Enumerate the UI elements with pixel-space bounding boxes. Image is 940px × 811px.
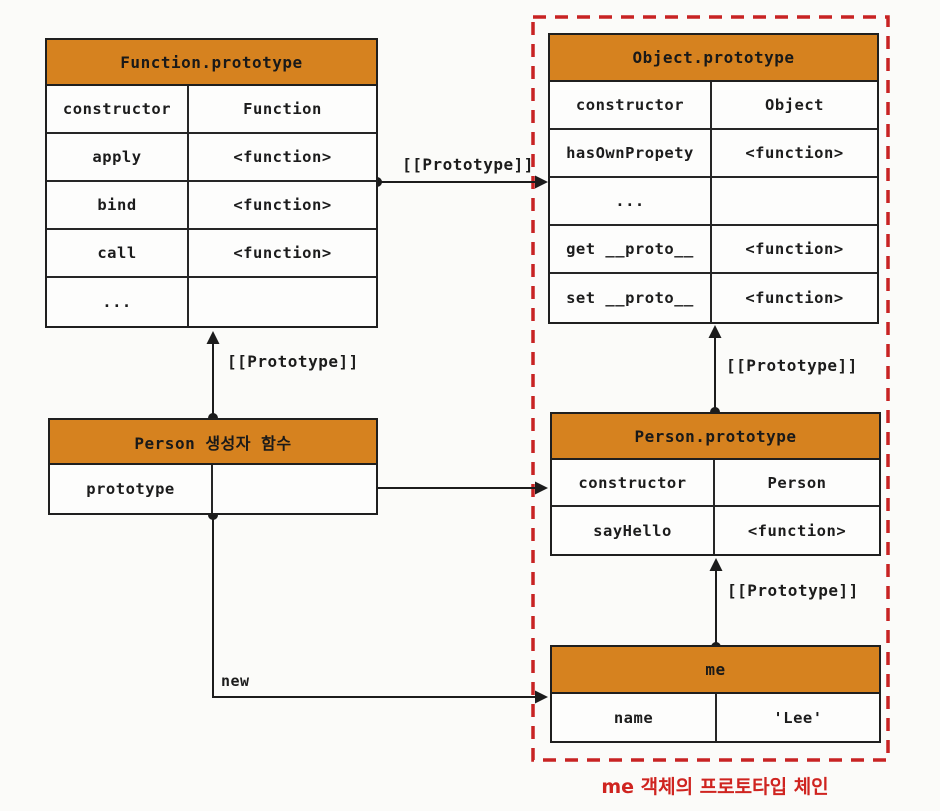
property-name-cell: set __proto__ bbox=[550, 274, 712, 322]
table-row: get __proto__ <function> bbox=[550, 226, 877, 274]
property-value-cell: <function> bbox=[233, 244, 332, 262]
prototype-link-label: [[Prototype]] bbox=[402, 155, 534, 174]
property-name-cell: get __proto__ bbox=[550, 226, 712, 272]
diagram-caption: me 객체의 프로토타입 체인 bbox=[601, 776, 829, 798]
property-value-cell: <function> bbox=[233, 196, 332, 214]
table-title: Person 생성자 함수 bbox=[50, 420, 376, 465]
edge-function-to-object-prototype bbox=[372, 175, 548, 189]
property-value-cell: <function> bbox=[745, 289, 844, 307]
edge-me-to-person-prototype bbox=[709, 558, 723, 652]
prototype-chain-dashed-box bbox=[531, 15, 890, 762]
property-value-cell: Function bbox=[243, 100, 322, 118]
property-name-cell: constructor bbox=[550, 82, 712, 128]
table-row: set __proto__ <function> bbox=[550, 274, 877, 322]
table-row: name 'Lee' bbox=[552, 694, 879, 741]
property-name-cell: ... bbox=[550, 178, 712, 224]
property-name-cell: constructor bbox=[47, 86, 189, 132]
table-title: Person.prototype bbox=[552, 414, 879, 460]
table-row: constructor Object bbox=[550, 82, 877, 130]
property-value-cell: 'Lee' bbox=[773, 708, 823, 727]
property-value-cell: Person bbox=[767, 473, 827, 492]
property-value-cell bbox=[213, 465, 376, 513]
table-function-prototype: Function.prototype constructor Function … bbox=[45, 38, 378, 328]
edge-person-prototype-to-object-prototype bbox=[708, 325, 722, 417]
property-name-cell: hasOwnPropety bbox=[550, 130, 712, 176]
table-row: constructor Function bbox=[47, 86, 376, 134]
property-value-cell bbox=[189, 278, 376, 326]
property-name-cell: apply bbox=[47, 134, 189, 180]
table-row: hasOwnPropety <function> bbox=[550, 130, 877, 178]
table-row: ... bbox=[47, 278, 376, 326]
new-operator-label: new bbox=[221, 672, 250, 690]
property-name-cell: ... bbox=[47, 278, 189, 326]
table-row: call <function> bbox=[47, 230, 376, 278]
table-row: ... bbox=[550, 178, 877, 226]
table-row: apply <function> bbox=[47, 134, 376, 182]
edge-person-ctor-to-function-prototype bbox=[206, 331, 220, 423]
table-person-constructor: Person 생성자 함수 prototype bbox=[48, 418, 378, 515]
property-name-cell: prototype bbox=[50, 465, 213, 513]
property-value-cell: <function> bbox=[745, 144, 844, 162]
table-row: sayHello <function> bbox=[552, 507, 879, 554]
table-row: constructor Person bbox=[552, 460, 879, 507]
property-name-cell: bind bbox=[47, 182, 189, 228]
property-value-cell: <function> bbox=[747, 521, 847, 540]
property-value-cell: <function> bbox=[233, 148, 332, 166]
table-title: Function.prototype bbox=[47, 40, 376, 86]
property-value-cell bbox=[712, 178, 877, 224]
property-name-cell: call bbox=[47, 230, 189, 276]
prototype-link-label: [[Prototype]] bbox=[227, 352, 359, 371]
property-value-cell: <function> bbox=[745, 240, 844, 258]
table-row: prototype bbox=[50, 465, 376, 513]
property-name-cell: constructor bbox=[552, 460, 715, 505]
property-value-cell: Object bbox=[765, 96, 824, 114]
table-object-prototype: Object.prototype constructor Object hasO… bbox=[548, 33, 879, 324]
table-me: me name 'Lee' bbox=[550, 645, 881, 743]
table-row: bind <function> bbox=[47, 182, 376, 230]
table-person-prototype: Person.prototype constructor Person sayH… bbox=[550, 412, 881, 556]
table-title: me bbox=[552, 647, 879, 694]
edge-new-person-ctor-to-me bbox=[208, 510, 548, 704]
property-name-cell: sayHello bbox=[552, 507, 715, 554]
table-title: Object.prototype bbox=[550, 35, 877, 82]
property-name-cell: name bbox=[552, 694, 717, 741]
prototype-link-label: [[Prototype]] bbox=[727, 581, 859, 600]
prototype-link-label: [[Prototype]] bbox=[726, 356, 858, 375]
